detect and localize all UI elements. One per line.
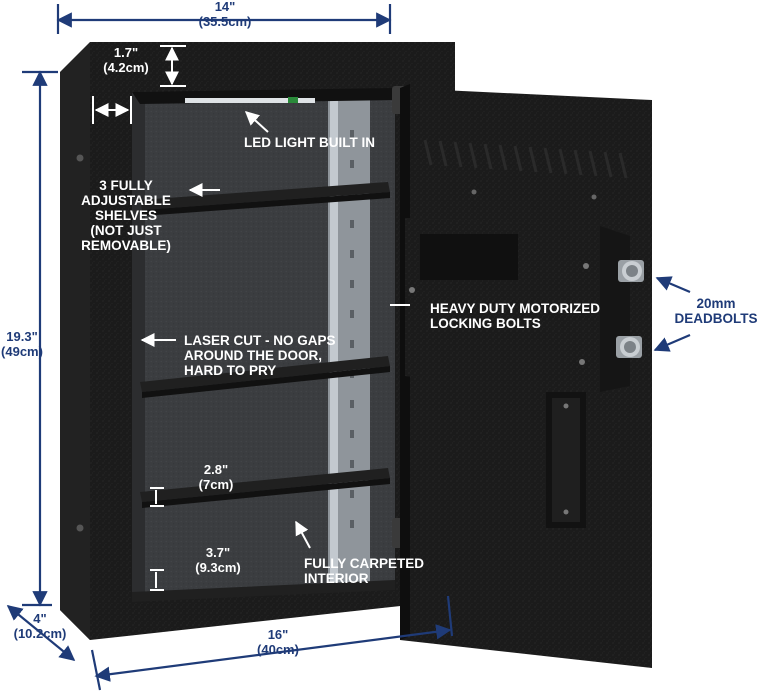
bottom-gap-metric: (9.3cm) <box>195 559 241 575</box>
flange-imperial: 1.7" <box>113 45 139 60</box>
height-imperial: 19.3" <box>6 329 38 344</box>
laser-line-3: HARD TO PRY <box>184 363 277 379</box>
carpeted-line-2: INTERIOR <box>304 571 369 587</box>
shelves-line-5: REMOVABLE) <box>81 238 171 254</box>
motorized-bolts-callout: HEAVY DUTY MOTORIZED LOCKING BOLTS <box>430 301 640 331</box>
shelves-line-2: ADJUSTABLE <box>81 193 171 209</box>
deadbolt-lower <box>616 336 642 358</box>
flange-label: 1.7" (4.2cm) <box>96 45 156 75</box>
laser-cut-callout: LASER CUT - NO GAPS AROUND THE DOOR, HAR… <box>184 333 384 378</box>
flange-metric: (4.2cm) <box>103 59 149 75</box>
deadbolt-upper <box>618 260 644 282</box>
shelves <box>132 182 395 602</box>
deadbolts-callout: 20mm DEADBOLTS <box>664 296 768 326</box>
laser-line-1: LASER CUT - NO GAPS <box>184 333 336 348</box>
width-bottom-metric: (40cm) <box>257 641 299 657</box>
motorized-line-2: LOCKING BOLTS <box>430 316 541 332</box>
laser-line-2: AROUND THE DOOR, <box>184 348 322 364</box>
carpeted-callout: FULLY CARPETED INTERIOR <box>304 556 454 586</box>
shelf-gap-label: 2.8" (7cm) <box>188 462 244 492</box>
shelf-gap-imperial: 2.8" <box>203 462 229 477</box>
carpeted-line-1: FULLY CARPETED <box>304 556 425 571</box>
bottom-gap-label: 3.7" (9.3cm) <box>186 545 250 575</box>
width-top-label: 14" (35.5cm) <box>188 0 262 29</box>
shelves-line-1: 3 FULLY <box>99 178 153 193</box>
shelves-line-4: (NOT JUST <box>90 223 162 239</box>
depth-metric: (10.2cm) <box>13 625 67 641</box>
led-text: LED LIGHT BUILT IN <box>244 135 375 150</box>
dimension-lines <box>6 4 691 691</box>
interior-dimension-lines <box>92 45 410 591</box>
width-top-imperial: 14" <box>214 0 236 14</box>
bottom-gap-imperial: 3.7" <box>205 545 231 560</box>
height-label: 19.3" (49cm) <box>0 329 44 359</box>
shelves-line-3: SHELVES <box>94 208 157 224</box>
deadbolts-line-2: DEADBOLTS <box>674 311 758 327</box>
safe-door <box>400 84 652 668</box>
width-bottom-label: 16" (40cm) <box>236 627 320 657</box>
width-top-metric: (35.5cm) <box>198 13 252 29</box>
led-callout: LED LIGHT BUILT IN <box>244 135 404 150</box>
interior-cavity <box>132 88 395 600</box>
height-metric: (49cm) <box>1 343 43 359</box>
deadbolts-line-1: 20mm <box>696 296 736 311</box>
shelf-gap-metric: (7cm) <box>198 476 234 492</box>
width-bottom-imperial: 16" <box>267 627 289 642</box>
depth-label: 4" (10.2cm) <box>0 611 80 641</box>
motorized-line-1: HEAVY DUTY MOTORIZED <box>430 301 601 316</box>
shelves-callout: 3 FULLY ADJUSTABLE SHELVES (NOT JUST REM… <box>70 178 182 254</box>
depth-imperial: 4" <box>33 611 47 626</box>
